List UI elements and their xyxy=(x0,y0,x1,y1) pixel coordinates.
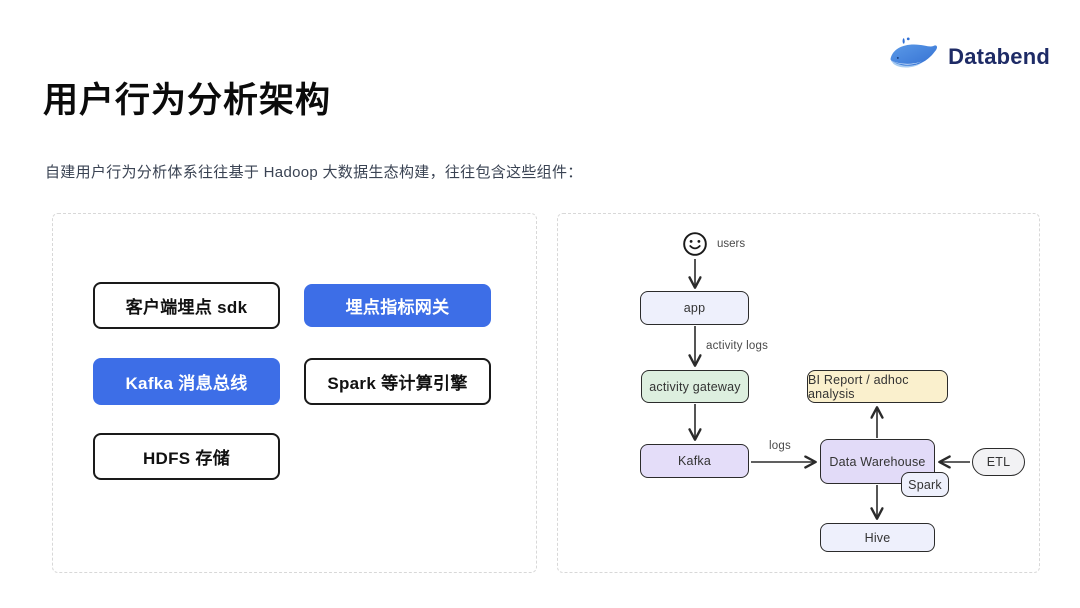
users-label: users xyxy=(717,238,746,250)
logo-brand-text: Databend xyxy=(948,43,1050,69)
node-spark: Spark xyxy=(901,472,949,497)
users-smiley-icon xyxy=(682,231,708,262)
node-data-warehouse: Data Warehouse xyxy=(820,439,935,484)
flow-diagram-panel: users app activity gateway Kafka BI Repo… xyxy=(557,213,1040,573)
component-spark-engine: Spark 等计算引擎 xyxy=(304,358,491,405)
edge-label-logs: logs xyxy=(769,440,791,452)
flow-arrows xyxy=(558,259,970,574)
node-bi-report: BI Report / adhoc analysis xyxy=(807,370,948,403)
node-etl: ETL xyxy=(972,448,1025,476)
component-hdfs-storage: HDFS 存储 xyxy=(93,433,280,480)
node-app: app xyxy=(640,291,749,325)
component-tracking-gateway: 埋点指标网关 xyxy=(304,284,491,327)
component-kafka-bus: Kafka 消息总线 xyxy=(93,358,280,405)
page-subtitle: 自建用户行为分析体系往往基于 Hadoop 大数据生态构建，往往包含这些组件： xyxy=(45,164,583,181)
components-panel: 客户端埋点 sdk 埋点指标网关 Kafka 消息总线 Spark 等计算引擎 … xyxy=(52,213,537,573)
databend-logo: Databend xyxy=(887,34,1050,79)
node-hive: Hive xyxy=(820,523,935,552)
page-title: 用户行为分析架构 xyxy=(43,81,332,120)
component-client-sdk: 客户端埋点 sdk xyxy=(93,282,280,329)
node-kafka: Kafka xyxy=(640,444,749,478)
edge-label-activity-logs: activity logs xyxy=(706,340,769,352)
databend-whale-icon xyxy=(887,34,939,79)
node-activity-gateway: activity gateway xyxy=(641,370,749,403)
